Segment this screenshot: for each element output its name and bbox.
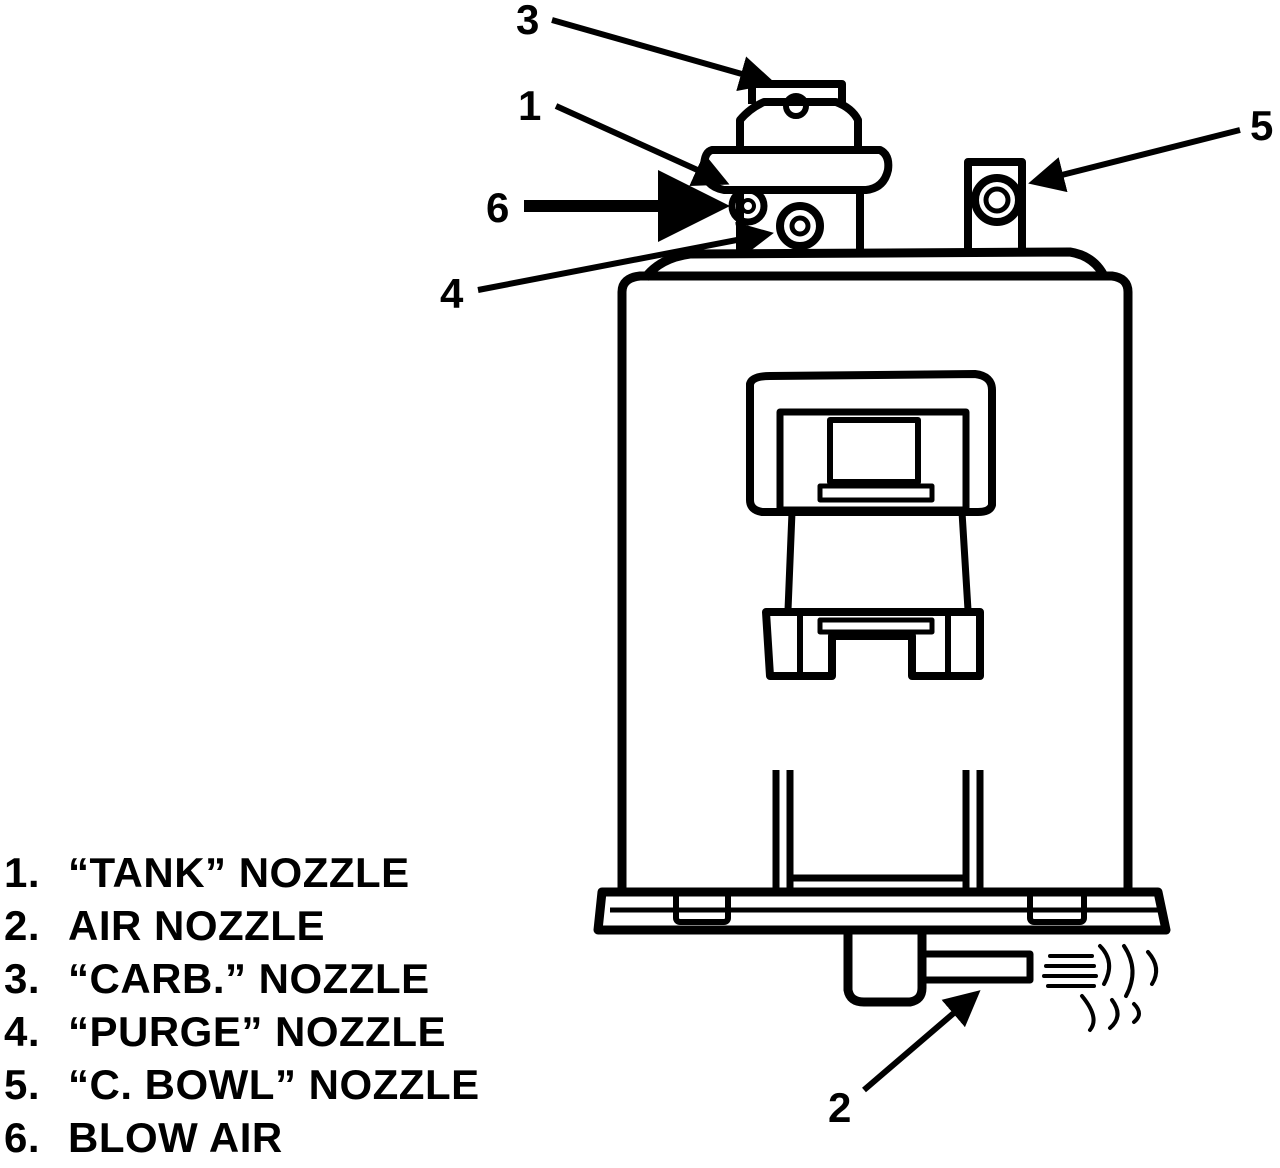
canister-body — [593, 80, 1171, 1032]
callout-4: 4 — [440, 270, 464, 317]
callout-6: 6 — [486, 184, 509, 231]
legend-item-5: 5. “C. BOWL” NOZZLE — [4, 1058, 480, 1111]
arrow-1 — [554, 103, 730, 187]
legend-number: 3. — [4, 955, 41, 1002]
legend-item-2: 2. AIR NOZZLE — [4, 899, 480, 952]
legend: 1. “TANK” NOZZLE 2. AIR NOZZLE 3. “CARB.” N… — [4, 846, 480, 1164]
legend-text: “PURGE” NOZZLE — [68, 1008, 447, 1055]
callout-5: 5 — [1250, 102, 1273, 149]
legend-number: 4. — [4, 1008, 41, 1055]
legend-text: “C. BOWL” NOZZLE — [68, 1061, 480, 1108]
legend-text: BLOW AIR — [68, 1114, 283, 1161]
legend-text: “TANK” NOZZLE — [68, 849, 410, 896]
legend-item-4: 4. “PURGE” NOZZLE — [4, 1005, 480, 1058]
legend-number: 5. — [4, 1061, 41, 1108]
arrow-4 — [477, 222, 774, 293]
legend-text: AIR NOZZLE — [68, 902, 325, 949]
callout-2: 2 — [828, 1084, 851, 1131]
arrow-5 — [1028, 127, 1241, 193]
legend-text: “CARB.” NOZZLE — [68, 955, 430, 1002]
legend-item-3: 3. “CARB.” NOZZLE — [4, 952, 480, 1005]
legend-number: 1. — [4, 849, 41, 896]
legend-item-1: 1. “TANK” NOZZLE — [4, 846, 480, 899]
callout-1: 1 — [518, 82, 541, 129]
legend-item-6: 6. BLOW AIR — [4, 1111, 480, 1164]
legend-number: 2. — [4, 902, 41, 949]
leader-arrows — [477, 17, 1241, 1093]
callout-3: 3 — [516, 0, 539, 43]
arrow-2 — [862, 990, 981, 1093]
legend-number: 6. — [4, 1114, 41, 1161]
arrow-3 — [551, 17, 776, 92]
